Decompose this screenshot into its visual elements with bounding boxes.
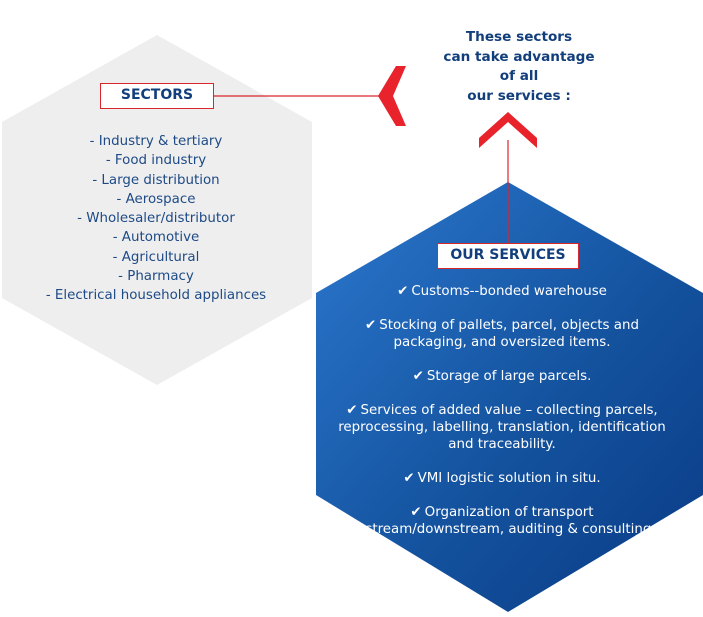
sector-item: - Pharmacy [118,269,194,285]
service-text: Storage of large parcels. [426,369,592,384]
intro-line: These sectors [465,29,573,45]
left-chevron-icon [378,66,406,126]
sector-item: - Agricultural [112,249,200,265]
sector-item: - Aerospace [116,191,196,207]
service-text: Customs--bonded warehouse [411,284,607,299]
check-icon: ✔ [365,318,377,333]
service-item: ✔Stocking of pallets, parcel, objects an… [332,317,672,351]
services-hexagon [316,182,703,612]
sector-item: - Wholesaler/distributor [77,211,235,227]
service-item: ✔Customs--bonded warehouse [332,283,672,300]
services-list: ✔Customs--bonded warehouse ✔Stocking of … [332,283,672,555]
intro-line: of all [499,68,539,84]
service-text: Stocking of pallets, parcel, objects and… [379,318,639,350]
service-text: VMI logistic solution in situ. [417,471,601,486]
service-item: ✔Storage of large parcels. [332,368,672,385]
check-icon: ✔ [403,471,415,486]
service-text: Services of added value – collecting par… [338,403,666,452]
service-text: Organization of transport upstream/downs… [348,505,656,537]
services-title: OUR SERVICES [437,243,579,269]
intro-line: our services : [467,87,571,104]
sector-item: - Food industry [105,153,207,169]
check-icon: ✔ [410,505,422,520]
service-item: ✔Services of added value – collecting pa… [332,402,672,453]
sector-item: - Electrical household appliances [45,288,267,304]
sector-item: - Industry & tertiary [89,134,223,149]
intro-text: These sectors can take advantage of all … [425,28,613,106]
sectors-hexagon [2,35,312,385]
check-icon: ✔ [346,403,358,418]
sectors-list: - Industry & tertiary - Food industry - … [20,132,292,306]
check-icon: ✔ [412,369,424,384]
up-chevron-icon [479,112,537,148]
sectors-title: SECTORS [100,83,214,109]
intro-line: can take advantage [443,48,595,65]
sector-item: - Large distribution [92,172,220,188]
service-item: ✔VMI logistic solution in situ. [332,470,672,487]
sector-item: - Automotive [112,230,200,246]
check-icon: ✔ [397,284,409,299]
service-item: ✔Organization of transport upstream/down… [332,504,672,538]
